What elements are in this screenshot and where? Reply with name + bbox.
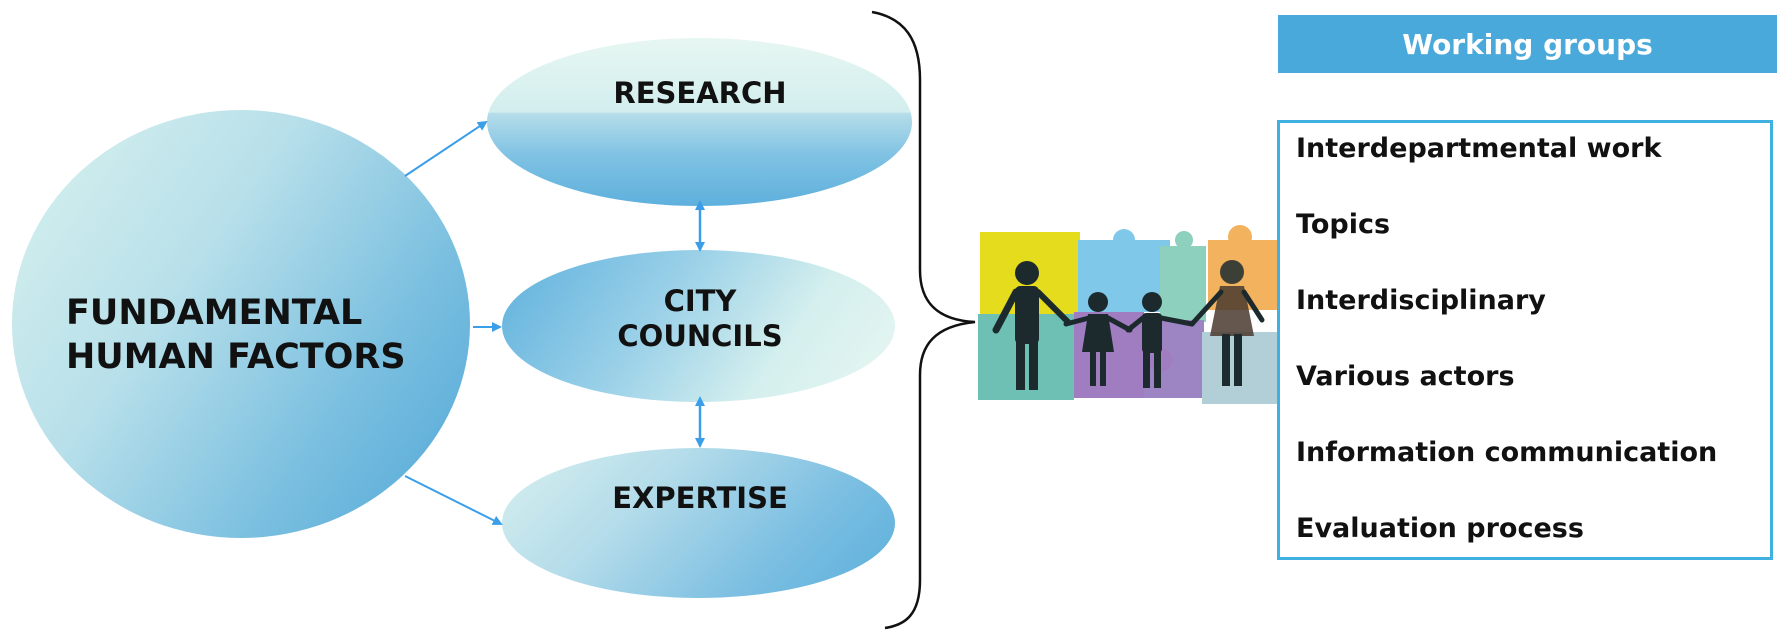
grouping-brace [871,10,976,630]
arrow-to-expertise [404,475,503,525]
puzzle-people-icon [978,225,1288,404]
list-item: Various actors [1296,361,1515,392]
main-concept-circle [12,110,470,538]
working-groups-header: Working groups [1278,15,1777,73]
list-item: Interdisciplinary [1296,285,1546,316]
list-item: Topics [1296,209,1391,240]
working-groups-list: Interdepartmental work Topics Interdisci… [1277,120,1773,560]
research-node-label: RESEARCH [613,76,787,110]
list-item: Interdepartmental work [1296,133,1662,164]
city-councils-node [502,250,895,402]
city-councils-node-label: CITY COUNCILS [617,284,783,353]
arrow-to-research [404,120,488,177]
list-item: Evaluation process [1296,513,1584,544]
expertise-node-label: EXPERTISE [612,481,788,515]
expertise-node [502,448,895,598]
list-item: Information communication [1296,437,1718,468]
main-concept-label: FUNDAMENTAL HUMAN FACTORS [66,293,406,377]
research-node [487,38,912,206]
